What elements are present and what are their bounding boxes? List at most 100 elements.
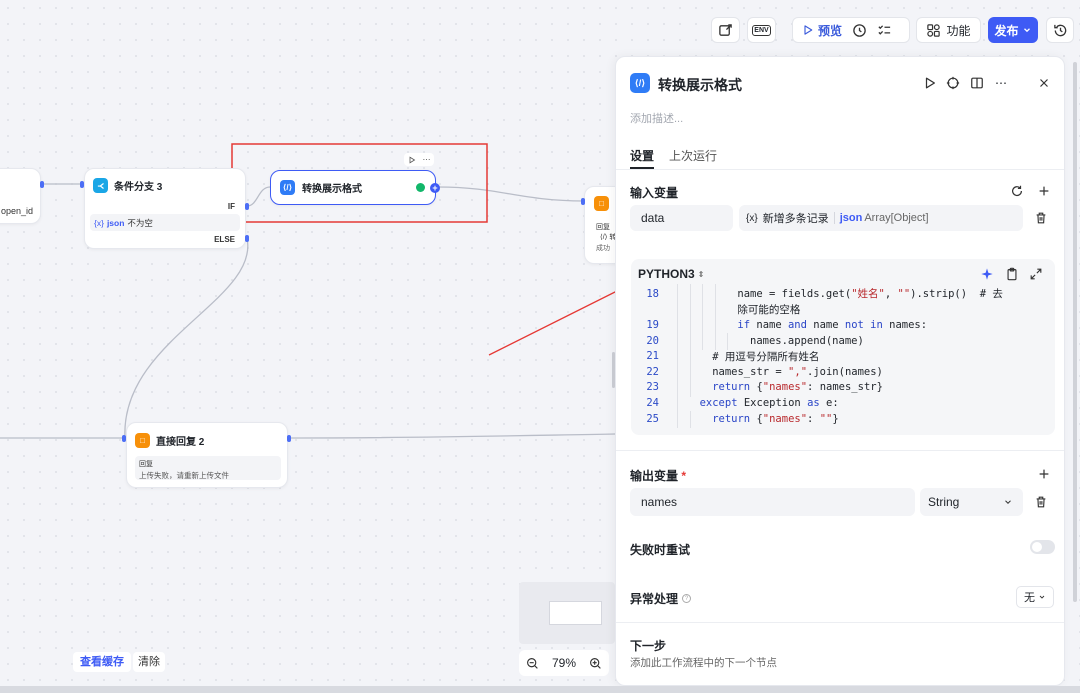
input-section-title: 输入变量: [630, 186, 679, 200]
error-handling-select[interactable]: 无: [1016, 586, 1054, 608]
reply-content: 回复 上传失败，请重新上传文件: [135, 456, 281, 480]
delete-input-button[interactable]: [1033, 210, 1049, 226]
run-node-icon[interactable]: [408, 156, 416, 164]
indent-guide: [689, 316, 691, 335]
input-name-field[interactable]: data: [630, 205, 733, 231]
output-name: names: [641, 495, 678, 509]
node-config-panel: ⟨/⟩ 转换展示格式 ⋯ 添加描述... 设置 上次运行 输入变量 data {…: [615, 56, 1065, 686]
features-button[interactable]: 功能: [916, 17, 981, 43]
preview-button[interactable]: 预览: [802, 22, 842, 39]
input-var: json: [839, 212, 863, 224]
line-number: 25: [646, 412, 659, 425]
start-node-partial[interactable]: open_id: [0, 168, 41, 224]
indent-guide: [677, 410, 678, 429]
expand-editor-button[interactable]: [1028, 266, 1044, 282]
more-icon[interactable]: ⋯: [422, 155, 431, 164]
close-button[interactable]: [1036, 75, 1052, 91]
resize-handle[interactable]: [612, 352, 615, 388]
annotation-arrow: [488, 285, 628, 356]
zoom-in-icon[interactable]: [589, 657, 602, 670]
retry-toggle[interactable]: [1030, 540, 1055, 554]
add-output-button[interactable]: [1036, 466, 1052, 482]
code-token: Exception: [737, 396, 808, 409]
code-text: return {"names": names_str}: [665, 379, 883, 397]
add-node-icon[interactable]: +: [430, 183, 440, 193]
input-source-field[interactable]: {x} 新增多条记录 json Array[Object]: [739, 205, 1023, 231]
output-type: String: [928, 495, 960, 509]
indent-guide: [689, 299, 691, 318]
code-token: name: [806, 318, 845, 331]
zoom-control: 79%: [519, 650, 609, 676]
code-token: except: [699, 396, 738, 409]
reply-icon: □: [135, 433, 150, 448]
add-input-button[interactable]: [1036, 183, 1052, 199]
zoom-out-icon[interactable]: [526, 657, 539, 670]
error-handling-text: 异常处理: [630, 592, 679, 606]
env-button[interactable]: ENV: [747, 17, 776, 43]
run-button[interactable]: [922, 75, 938, 91]
sparkle-icon: [981, 268, 993, 280]
ai-assist-button[interactable]: [979, 266, 995, 282]
copy-code-button[interactable]: [1004, 266, 1020, 282]
panel-scrollbar[interactable]: [1073, 62, 1077, 602]
transform-node[interactable]: ⟨/⟩ 转换展示格式: [270, 170, 436, 205]
required-mark: *: [681, 469, 687, 483]
edit-button[interactable]: [711, 17, 740, 43]
else-port[interactable]: [245, 235, 249, 242]
direct-reply-node[interactable]: □ 直接回复 2 回复 上传失败，请重新上传文件: [126, 422, 288, 488]
code-text: except Exception as e:: [665, 394, 839, 413]
language-select[interactable]: PYTHON3 ⇕: [638, 267, 704, 281]
error-handling-value: 无: [1024, 592, 1035, 604]
output-type-select[interactable]: String: [920, 488, 1023, 516]
divider: [616, 450, 1064, 451]
clear-button[interactable]: 清除: [133, 652, 165, 672]
code-token: names.append(name): [750, 334, 864, 347]
divider: [616, 169, 1064, 170]
sync-button[interactable]: [1009, 183, 1025, 199]
condition-node[interactable]: 条件分支 3 IF {x} json 不为空 ELSE: [84, 168, 246, 249]
locate-button[interactable]: [945, 75, 961, 91]
features-icon: [927, 23, 941, 37]
tab-settings[interactable]: 设置: [630, 149, 655, 163]
node-actions: ⋯: [404, 153, 434, 166]
checklist-icon[interactable]: [877, 23, 892, 38]
code-token: return: [712, 412, 751, 425]
indent-guide: [689, 379, 691, 397]
view-cache-button[interactable]: 查看缓存: [73, 652, 131, 672]
output-port[interactable]: [40, 181, 44, 188]
code-token: :: [807, 412, 820, 425]
description-input[interactable]: 添加描述...: [630, 113, 684, 125]
publish-button[interactable]: 发布: [988, 17, 1038, 43]
edit-icon: [719, 23, 732, 36]
split-view-button[interactable]: [969, 75, 985, 91]
code-token: ).strip() # 去: [910, 288, 1003, 301]
tab-last-run[interactable]: 上次运行: [669, 149, 718, 163]
history-button[interactable]: [1046, 17, 1074, 43]
reply-label: 回复: [139, 461, 153, 468]
indent-guide: [714, 299, 716, 318]
condition-row: {x} json 不为空: [90, 214, 240, 231]
output-name-field[interactable]: names: [630, 488, 915, 516]
condition-node-title: 条件分支 3: [114, 182, 163, 193]
input-port[interactable]: [581, 198, 585, 205]
language-label: PYTHON3: [638, 267, 695, 281]
if-port[interactable]: [245, 203, 249, 210]
run-history-icon[interactable]: [852, 23, 867, 38]
minimap[interactable]: [519, 582, 615, 644]
clipboard-icon: [1007, 267, 1017, 281]
indent-guide: [677, 394, 678, 413]
code-token: and: [787, 318, 807, 331]
code-token: "names": [762, 381, 808, 394]
input-port[interactable]: [80, 181, 84, 188]
indent-guide: [727, 332, 729, 351]
more-button[interactable]: ⋯: [993, 75, 1009, 91]
delete-output-button[interactable]: [1033, 494, 1049, 510]
preview-group: 预览: [792, 17, 910, 43]
features-label: 功能: [946, 23, 971, 38]
output-port[interactable]: [287, 435, 291, 442]
input-port[interactable]: [122, 435, 126, 442]
env-icon: ENV: [752, 24, 771, 36]
history-icon: [1053, 24, 1066, 36]
